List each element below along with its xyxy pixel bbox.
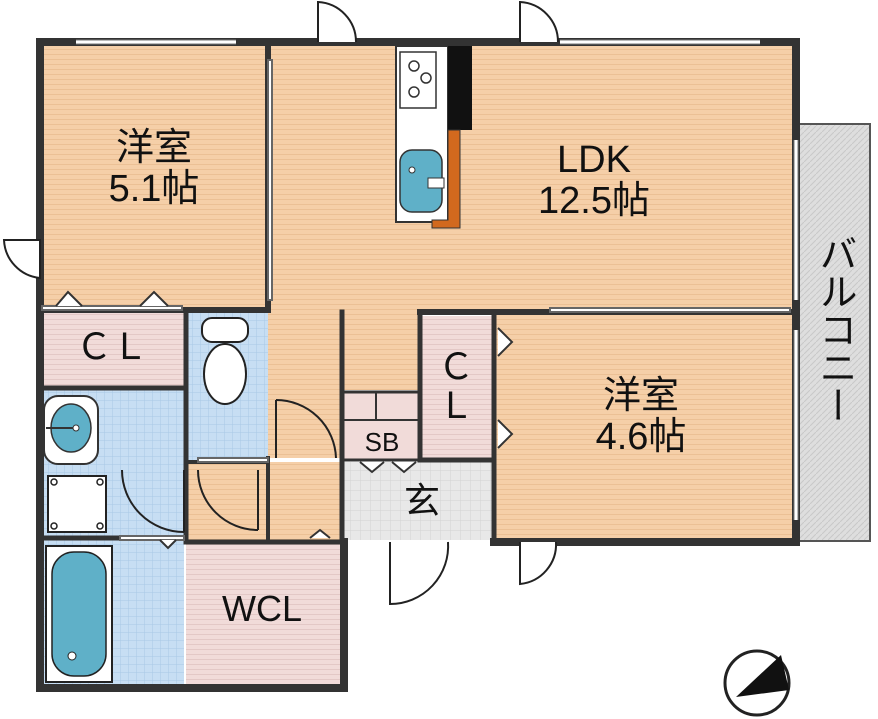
western-room-2-size: 4.6帖 <box>595 416 687 459</box>
western-room-1-floor <box>40 42 268 308</box>
western-room-1-size: 5.1帖 <box>108 168 200 211</box>
sliding-doors <box>41 59 791 541</box>
closet-2-label: Ｃ Ｌ <box>430 346 482 426</box>
ldk-label: LDK 12.5帖 <box>516 139 672 223</box>
balcony-label: バルコニー <box>813 234 855 424</box>
entrance-floor <box>344 462 494 540</box>
closet-1-floor <box>40 312 184 388</box>
balcony-floor <box>797 123 871 542</box>
interior-doors <box>121 399 337 533</box>
ldk-size: 12.5帖 <box>538 180 650 223</box>
closet-doors <box>55 290 514 550</box>
hall-floor <box>186 462 342 542</box>
shoebox-area <box>344 392 418 460</box>
kitchen-counter <box>395 45 472 229</box>
shoebox-label: SB <box>364 427 400 457</box>
toilet-fixture <box>201 317 249 405</box>
compass-icon <box>723 649 791 717</box>
ldk-name: LDK <box>557 139 631 181</box>
wcl-floor <box>186 542 344 688</box>
bathtub <box>45 545 113 683</box>
windows <box>76 40 798 520</box>
western-room-2-floor <box>494 312 796 542</box>
western-room-1-name: 洋室 <box>115 127 192 169</box>
closet-2-line-2: Ｌ <box>437 384 474 426</box>
western-room-2-label: 洋室 4.6帖 <box>576 375 706 459</box>
closet-1-label: ＣＬ <box>75 326 148 367</box>
wcl-label: WCL <box>222 588 302 629</box>
western-room-1-label: 洋室 5.1帖 <box>96 127 212 211</box>
closet-2-floor <box>420 316 494 460</box>
entrance-label: 玄 <box>403 480 440 521</box>
wash-basin <box>43 395 99 465</box>
closet-2-line-1: Ｃ <box>437 346 474 387</box>
exterior-doors <box>2 0 560 606</box>
washing-machine <box>47 475 107 533</box>
western-room-2-name: 洋室 <box>602 375 679 417</box>
